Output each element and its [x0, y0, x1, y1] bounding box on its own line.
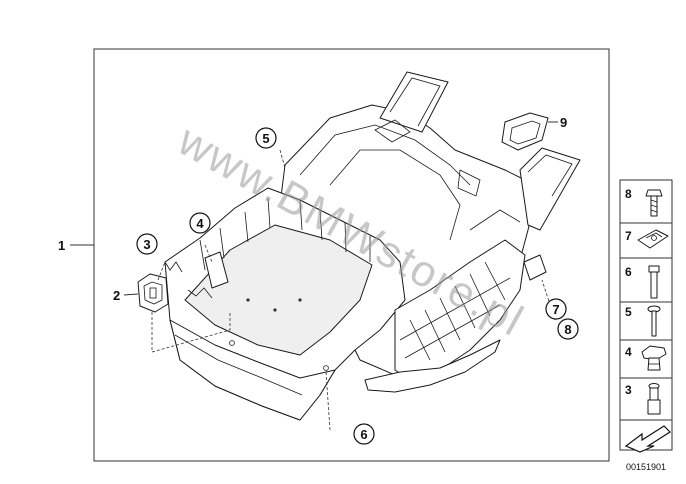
svg-text:9: 9: [560, 115, 567, 130]
callout-6: 6: [353, 423, 375, 445]
svg-text:3: 3: [625, 383, 632, 397]
svg-text:4: 4: [196, 216, 204, 231]
svg-text:8: 8: [625, 187, 632, 201]
direction-arrow-icon: [624, 425, 671, 453]
image-code: 00151901: [626, 462, 666, 472]
svg-text:3: 3: [143, 237, 150, 252]
grommet-part-2: [137, 273, 169, 313]
svg-text:2: 2: [113, 288, 120, 303]
cover-part-9: [501, 112, 549, 151]
sidebar-item-5: 5: [625, 305, 661, 337]
callout-3: 3: [136, 233, 158, 255]
svg-text:6: 6: [625, 265, 632, 279]
callout-8: 8: [557, 318, 579, 340]
sidebar-item-6: 6: [625, 265, 660, 299]
svg-text:7: 7: [552, 302, 559, 317]
callout-2: 2: [113, 288, 139, 303]
main-label: 1: [58, 238, 65, 253]
sidebar-item-4: 4: [625, 345, 667, 371]
callout-7: 7: [545, 298, 567, 320]
callout-9: 9: [548, 115, 567, 130]
svg-text:5: 5: [625, 305, 632, 319]
svg-text:6: 6: [360, 427, 367, 442]
svg-text:8: 8: [564, 322, 571, 337]
sidebar-item-3: 3: [625, 383, 661, 415]
rear-tray-part: [164, 71, 581, 421]
fastener-sidebar: 8 7 6 5 4: [619, 179, 673, 453]
sidebar-item-8: 8: [625, 187, 663, 217]
callout-4: 4: [189, 212, 211, 234]
svg-text:7: 7: [625, 229, 632, 243]
main-frame: [93, 48, 610, 462]
callout-5: 5: [255, 127, 277, 149]
sidebar-item-7: 7: [625, 229, 669, 249]
svg-text:5: 5: [262, 131, 269, 146]
svg-text:4: 4: [625, 345, 632, 359]
reference-lines: [151, 149, 556, 431]
